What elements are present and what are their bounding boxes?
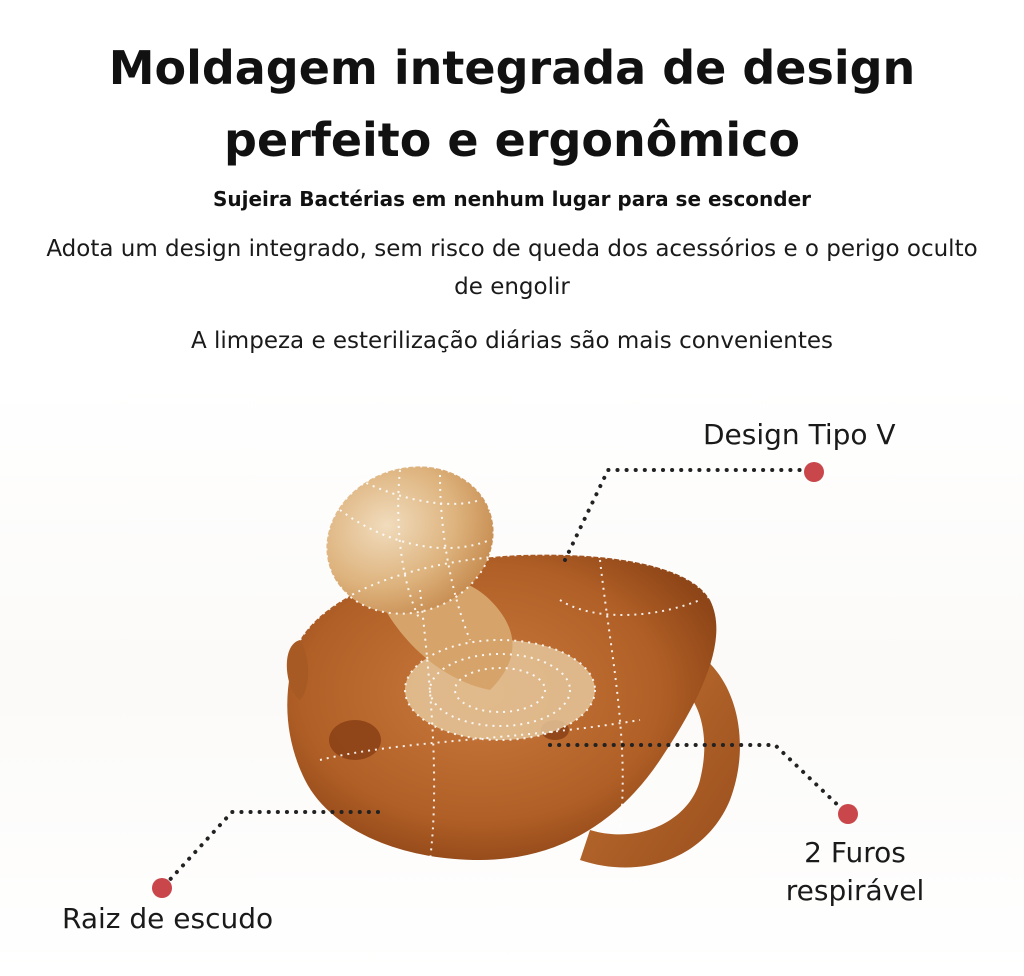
label-breathing-holes: 2 Furos respirável: [770, 834, 940, 910]
nipple-bulb: [326, 466, 494, 614]
heading-line-1: Moldagem integrada de design: [108, 41, 916, 95]
wireframe-overlay: [299, 465, 711, 861]
shield-side-bump: [286, 640, 309, 700]
callout-marker-shield-root: [152, 878, 172, 898]
breathing-hole-left: [329, 720, 381, 760]
label-breathing-holes-line-1: 2 Furos: [804, 836, 906, 869]
heading-line-2: perfeito e ergonômico: [224, 113, 800, 167]
description-cleaning: A limpeza e esterilização diárias são ma…: [190, 328, 833, 354]
label-breathing-holes-line-2: respirável: [785, 874, 925, 907]
callout-v-design: [563, 468, 814, 562]
callout-breathing-holes: [548, 743, 847, 814]
callout-marker-breathing-holes: [838, 804, 858, 824]
label-v-design: Design Tipo V: [703, 418, 896, 451]
description-integrated-design: Adota um design integrado, sem risco de …: [46, 236, 978, 300]
pacifier-ring: [580, 639, 740, 868]
callout-marker-v-design: [804, 462, 824, 482]
callout-shield-root: [163, 810, 380, 887]
subtitle: Sujeira Bactérias em nenhum lugar para s…: [212, 187, 812, 211]
label-shield-root: Raiz de escudo: [62, 902, 274, 935]
